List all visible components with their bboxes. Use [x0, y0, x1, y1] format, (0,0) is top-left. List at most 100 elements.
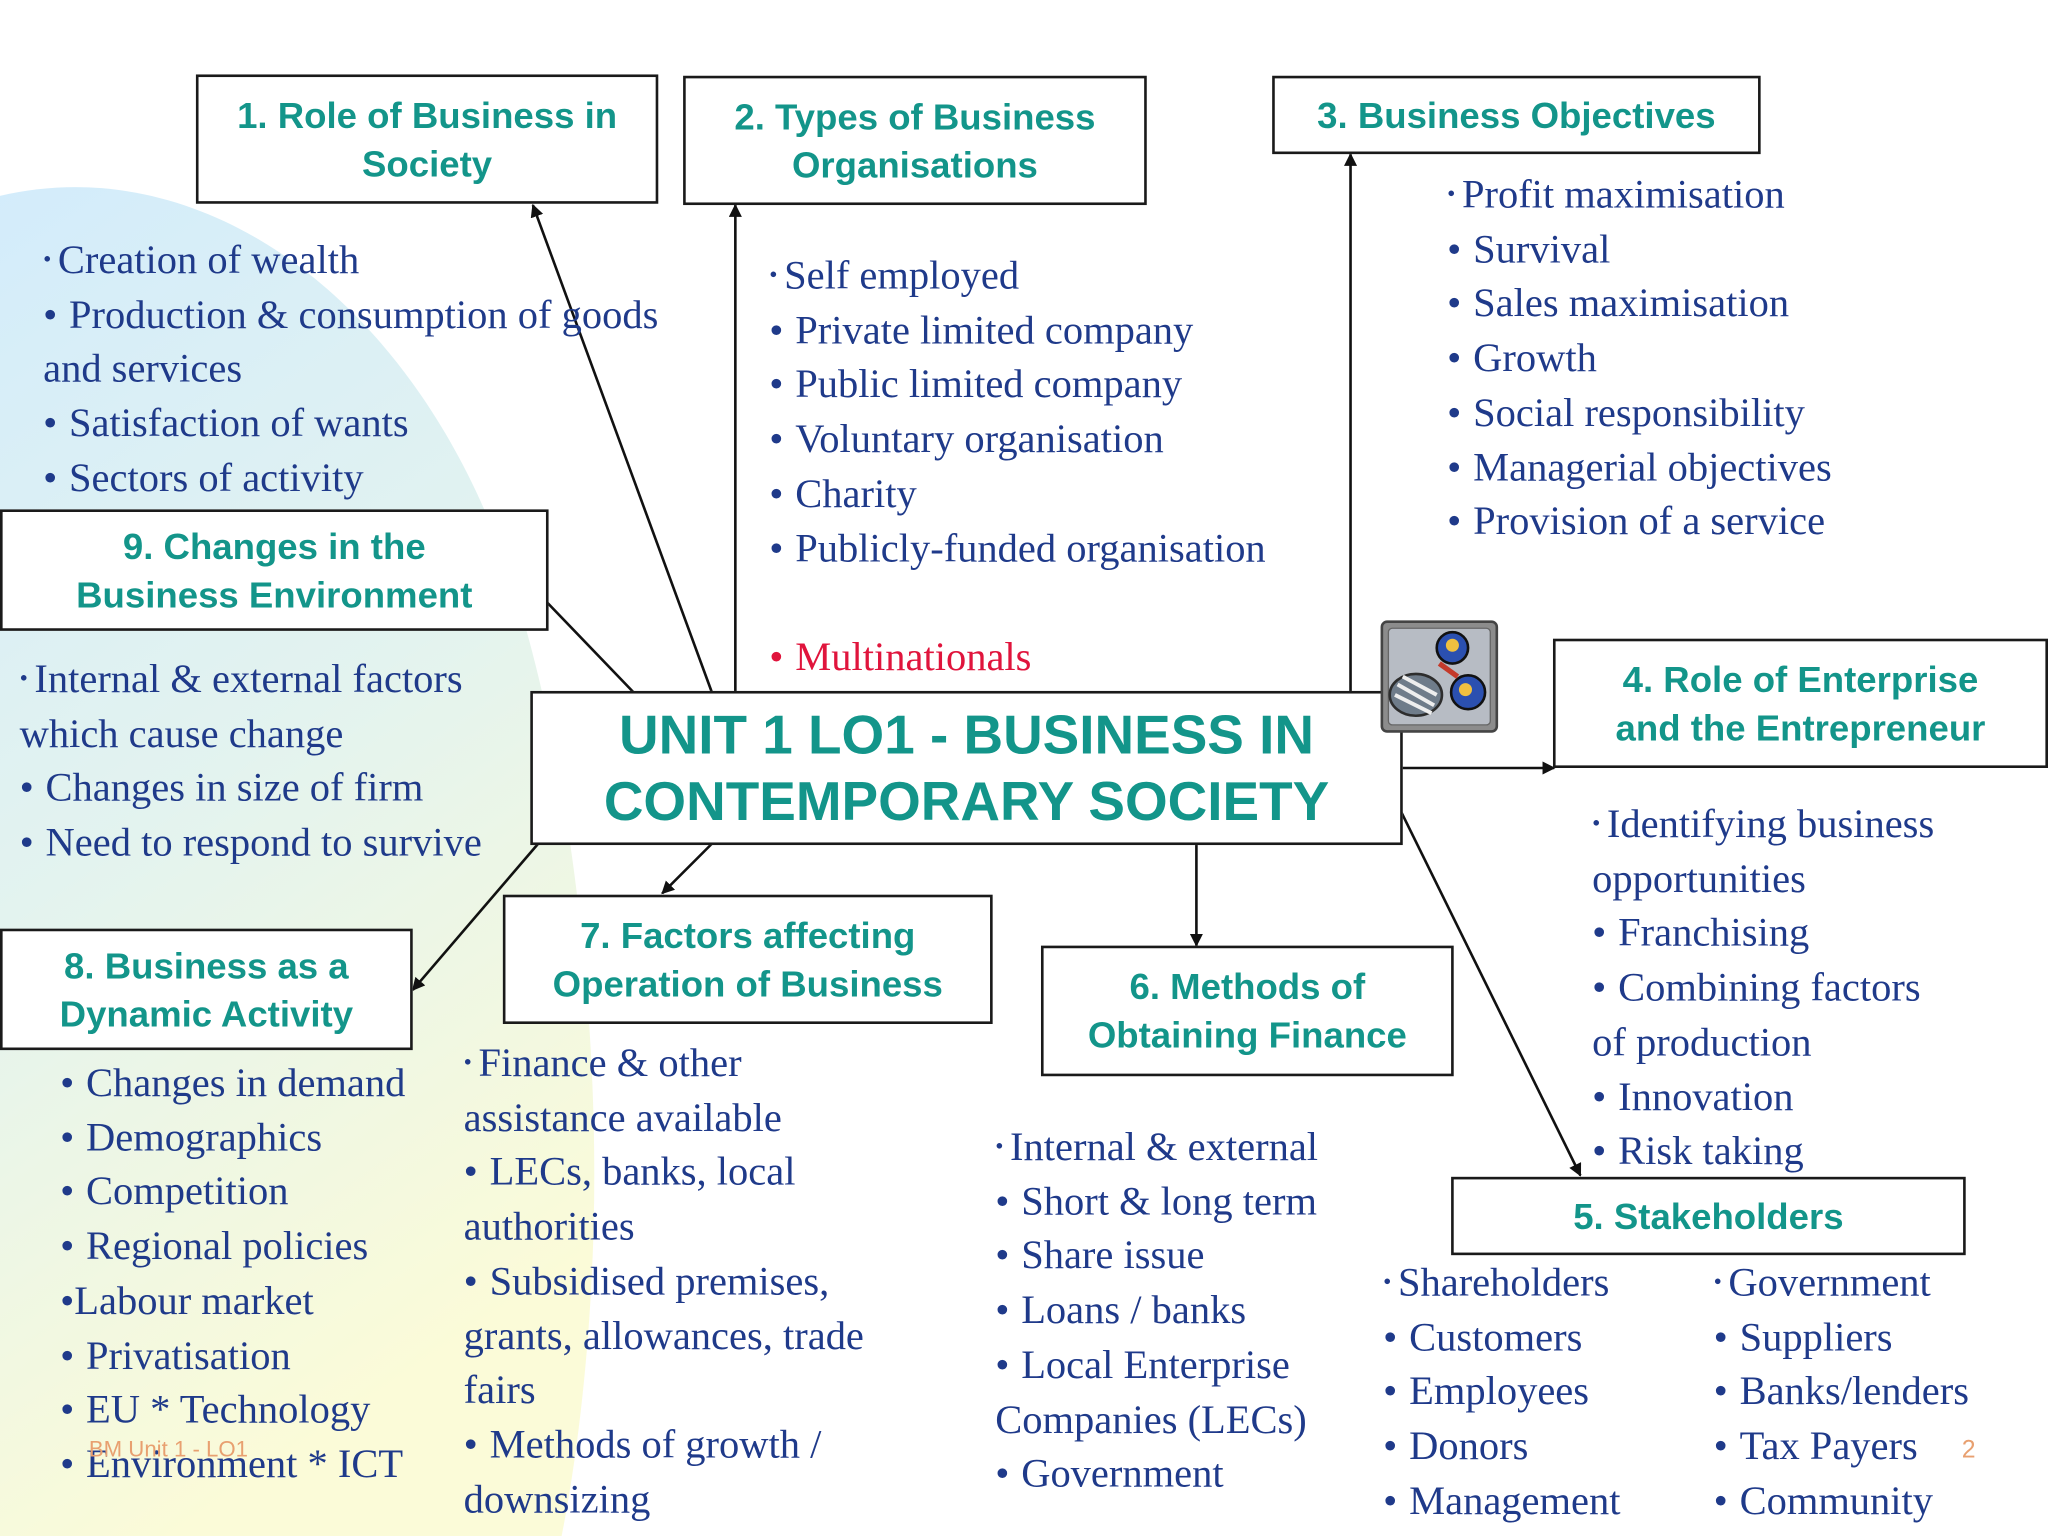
list-item: Profit maximisation [1447, 167, 1832, 221]
list-item: Franchising [1592, 906, 1934, 960]
central-topic-box: UNIT 1 LO1 - BUSINESS IN CONTEMPORARY SO… [530, 690, 1403, 846]
list-item: Banks/lenders [1714, 1364, 1969, 1418]
list-item: Survival [1447, 222, 1832, 276]
topic-3-list: Profit maximisation Survival Sales maxim… [1447, 167, 1832, 548]
topic-7-title: 7. Factors affecting Operation of Busine… [552, 914, 943, 1004]
list-item: Sales maximisation [1447, 276, 1832, 330]
list-item: Competition [60, 1164, 405, 1218]
list-item: Regional policies [60, 1219, 405, 1273]
list-item: Voluntary organisation [769, 412, 1265, 466]
topic-6-list: Internal & external Short & long term Sh… [995, 1119, 1318, 1500]
list-item: Shareholders [1383, 1255, 1620, 1309]
topic-3-title: 3. Business Objectives [1317, 94, 1716, 136]
list-item: Risk taking [1592, 1124, 1934, 1178]
topic-3-box: 3. Business Objectives [1272, 75, 1761, 155]
topic-2-list: Self employed Private limited company Pu… [769, 248, 1266, 684]
list-item: Self employed [769, 248, 1265, 302]
list-item: Privatisation [60, 1328, 405, 1382]
list-item: Short & long term [995, 1174, 1318, 1228]
list-item: Managerial objectives [1447, 440, 1832, 494]
list-item: Satisfaction of wants [43, 396, 658, 450]
list-item: assistance available [463, 1094, 782, 1140]
topic-4-title: 4. Role of Enterprise and the Entreprene… [1615, 658, 1986, 748]
footer-label: BM Unit 1 - LO1 [88, 1436, 248, 1462]
arrow-to-topic-5 [1400, 811, 1582, 1177]
list-item: Donors [1383, 1419, 1620, 1473]
list-item: Demographics [60, 1110, 405, 1164]
list-item: Public limited company [769, 357, 1265, 411]
list-item: opportunities [1592, 855, 1806, 901]
topic-9-list: Internal & external factors which cause … [20, 652, 482, 870]
list-item: Share issue [995, 1228, 1318, 1282]
topic-9-box: 9. Changes in the Business Environment [0, 509, 549, 631]
topic-7-box: 7. Factors affecting Operation of Busine… [502, 894, 993, 1024]
topic-5-list-left: Shareholders Customers Employees Donors … [1383, 1255, 1621, 1527]
arrow-to-topic-9 [534, 589, 635, 694]
topic-4-list: Identifying business opportunities Franc… [1592, 797, 1934, 1178]
list-item: authorities [463, 1203, 635, 1249]
list-item: Innovation [1592, 1069, 1934, 1123]
list-item: Suppliers [1714, 1310, 1969, 1364]
topic-5-title: 5. Stakeholders [1573, 1195, 1844, 1237]
list-item: Combining factors [1592, 960, 1934, 1014]
topic-8-title: 8. Business as a Dynamic Activity [59, 944, 354, 1034]
arrow-to-topic-7 [661, 842, 713, 895]
topic-1-list: Creation of wealth Production & consumpt… [43, 232, 658, 504]
topic-8-list: Changes in demand Demographics Competiti… [60, 1055, 405, 1491]
list-item: and services [43, 345, 243, 392]
list-item: Local Enterprise [995, 1337, 1318, 1391]
list-item: Need to respond to survive [20, 815, 482, 869]
list-item: EU * Technology [60, 1382, 405, 1436]
juggler-clipart-icon [1380, 620, 1499, 733]
topic-9-title: 9. Changes in the Business Environment [76, 525, 473, 615]
list-item: Employees [1383, 1364, 1620, 1418]
topic-8-box: 8. Business as a Dynamic Activity [0, 928, 413, 1051]
topic-2-box: 2. Types of Business Organisations [683, 75, 1147, 206]
list-item: LECs, banks, local [464, 1145, 864, 1199]
list-item: Provision of a service [1447, 494, 1832, 548]
topic-1-box: 1. Role of Business in Society [195, 74, 659, 204]
list-item: Production & consumption of goods [43, 287, 658, 341]
list-item: Companies (LECs) [995, 1395, 1307, 1442]
topic-6-box: 6. Methods of Obtaining Finance [1040, 945, 1454, 1077]
list-item: fairs [463, 1366, 536, 1413]
list-item: Sectors of activity [43, 450, 658, 504]
list-item: Creation of wealth [43, 232, 658, 286]
central-title: UNIT 1 LO1 - BUSINESS IN CONTEMPORARY SO… [603, 703, 1330, 832]
list-item: Identifying business [1592, 797, 1934, 851]
list-item: Government [1714, 1255, 1969, 1309]
list-item: Changes in size of firm [20, 761, 482, 815]
list-item: Loans / banks [995, 1283, 1318, 1337]
arrow-to-topic-8 [411, 842, 540, 992]
topic-4-box: 4. Role of Enterprise and the Entreprene… [1552, 638, 2048, 768]
list-item: Environment * ICT [60, 1437, 405, 1491]
list-item: Management [1383, 1473, 1620, 1527]
list-item: downsizing [463, 1475, 651, 1522]
topic-1-title: 1. Role of Business in Society [237, 94, 618, 184]
list-item: Internal & external [995, 1119, 1318, 1173]
list-item-highlighted: Multinationals [769, 629, 1265, 683]
topic-5-list-right: Government Suppliers Banks/lenders Tax P… [1714, 1255, 1969, 1527]
list-item: Private limited company [769, 303, 1265, 357]
list-item: Methods of growth / [464, 1417, 864, 1471]
list-item: Tax Payers [1714, 1419, 1969, 1473]
list-item: which cause change [19, 710, 344, 756]
list-item: grants, allowances, trade [463, 1312, 864, 1358]
list-item: Subsidised premises, [464, 1254, 864, 1308]
list-item: Growth [1447, 331, 1832, 385]
topic-6-title: 6. Methods of Obtaining Finance [1087, 966, 1407, 1056]
list-item: Publicly-funded organisation [769, 521, 1265, 575]
list-item: Finance & other [464, 1036, 864, 1090]
topic-7-list: Finance & other assistance available LEC… [464, 1036, 864, 1526]
list-item: Customers [1383, 1310, 1620, 1364]
list-item: Labour market [60, 1273, 405, 1327]
page-number: 2 [1961, 1436, 1976, 1465]
list-item: Charity [769, 466, 1265, 520]
list-item: Changes in demand [60, 1055, 405, 1109]
list-item: Social responsibility [1447, 385, 1832, 439]
list-item: Community [1714, 1473, 1969, 1527]
topic-2-title: 2. Types of Business Organisations [734, 95, 1096, 185]
list-item: Internal & external factors [20, 652, 482, 706]
topic-5-box: 5. Stakeholders [1451, 1176, 1966, 1256]
list-item: of production [1592, 1018, 1812, 1065]
